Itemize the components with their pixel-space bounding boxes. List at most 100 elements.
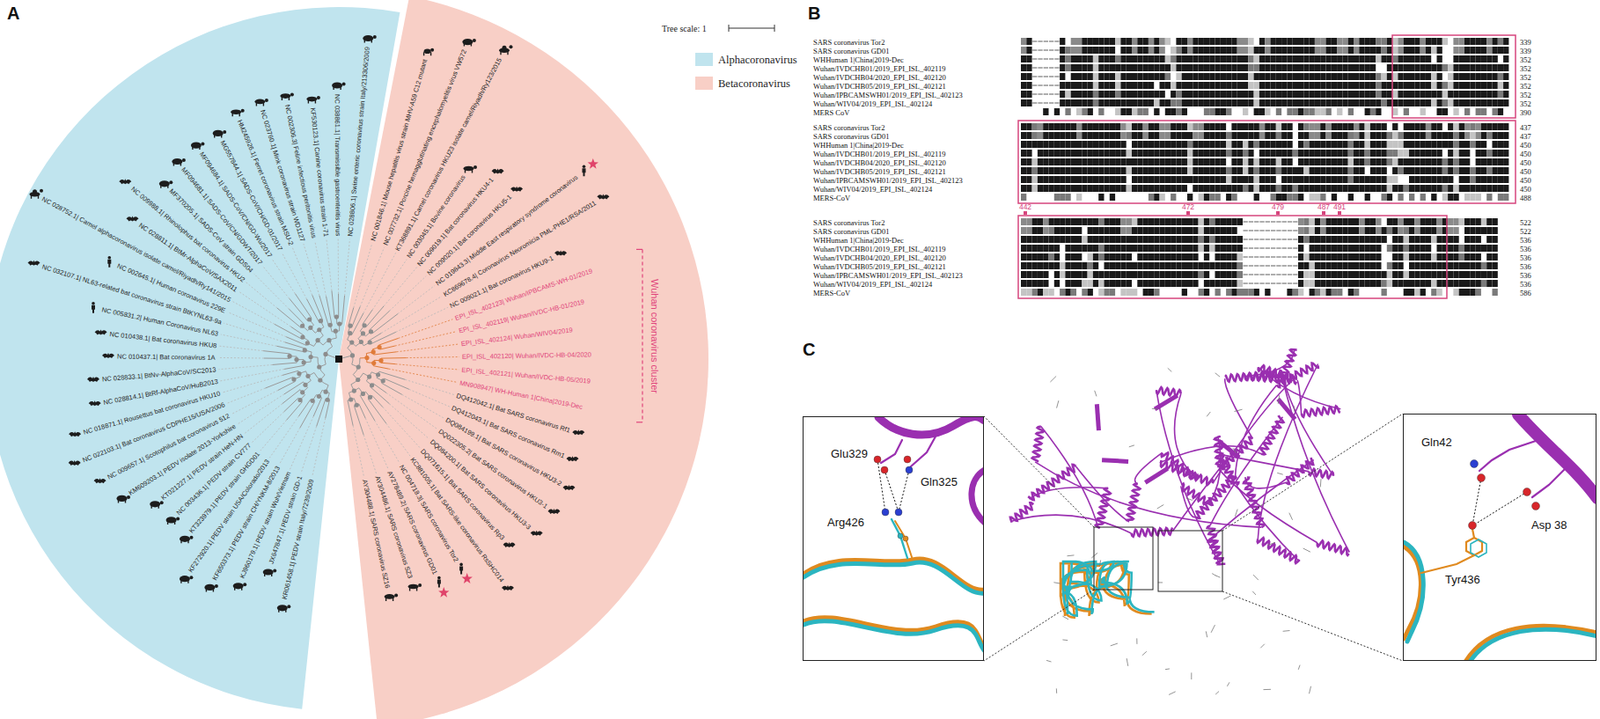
alignment-cell xyxy=(1064,140,1071,148)
alignment-cell xyxy=(1459,184,1465,192)
alignment-cell xyxy=(1087,184,1094,192)
alignment-cell xyxy=(1309,193,1315,201)
alignment-cell xyxy=(1026,184,1032,192)
tree-branch xyxy=(347,400,353,426)
alignment-cell xyxy=(1342,90,1348,98)
alignment-cell xyxy=(1298,46,1304,54)
alignment-cell xyxy=(1187,167,1193,175)
alignment-cell xyxy=(1497,184,1504,192)
alignment-cell xyxy=(1215,73,1221,81)
alignment-cell xyxy=(1365,81,1371,89)
alignment-cell xyxy=(1215,108,1221,116)
alignment-cell xyxy=(1475,46,1482,54)
alignment-cell xyxy=(1170,55,1176,63)
alignment-cell xyxy=(1259,149,1265,157)
alignment-cell xyxy=(1492,46,1498,54)
node-dot xyxy=(291,377,296,382)
alignment-cell xyxy=(1431,158,1437,166)
alignment-cell xyxy=(1165,167,1171,175)
alignment-cell xyxy=(1397,64,1403,72)
host-icon xyxy=(204,584,219,593)
alignment-cell xyxy=(1026,158,1032,166)
alignment-cell xyxy=(1081,90,1087,98)
alignment-cell xyxy=(1215,132,1221,140)
alignment-cell xyxy=(1492,99,1498,107)
alignment-cell xyxy=(1309,140,1315,148)
alignment-cell xyxy=(1259,158,1265,166)
alignment-cell xyxy=(1159,73,1166,81)
alignment-cell xyxy=(1115,64,1121,72)
alignment-cell xyxy=(1409,64,1415,72)
alignment-cell xyxy=(1148,193,1154,201)
alignment-gap xyxy=(1037,85,1043,87)
alignment-cell xyxy=(1331,99,1337,107)
alignment-cell xyxy=(1486,81,1492,89)
alignment-cell xyxy=(1203,90,1210,98)
alignment-cell xyxy=(1331,81,1337,89)
alignment-cell xyxy=(1137,46,1143,54)
alignment-cell xyxy=(1064,218,1071,226)
alignment-cell xyxy=(1370,167,1376,175)
alignment-cell xyxy=(1225,184,1232,192)
alignment-cell xyxy=(1459,46,1465,54)
alignment-cell xyxy=(1459,64,1465,72)
alignment-cell xyxy=(1298,184,1304,192)
bat-icon xyxy=(510,186,523,192)
alignment-gap xyxy=(1043,76,1049,78)
alignment-cell xyxy=(1148,158,1154,166)
alignment-cell xyxy=(1209,123,1215,131)
human-icon xyxy=(582,165,587,169)
alignment-gap xyxy=(1037,41,1043,43)
leaf-guide xyxy=(397,286,435,315)
animal-icon xyxy=(205,587,213,592)
position-tick xyxy=(1321,211,1326,215)
alignment-cell xyxy=(1159,64,1166,72)
alignment-cell xyxy=(1203,64,1210,72)
host-icon xyxy=(530,530,544,536)
alignment-gap xyxy=(1032,94,1037,96)
alignment-cell xyxy=(1098,90,1104,98)
alignment-cell xyxy=(1286,149,1292,157)
alignment-cell xyxy=(1442,37,1448,45)
alignment-cell xyxy=(1064,158,1071,166)
alignment-cell xyxy=(1037,227,1043,235)
alignment-cell xyxy=(1093,176,1099,184)
alignment-cell xyxy=(1231,149,1237,157)
alignment-cell xyxy=(1281,158,1287,166)
leaf-guide xyxy=(382,407,420,448)
human-icon xyxy=(91,305,96,314)
tree-branch xyxy=(366,306,384,328)
alignment-cell xyxy=(1049,218,1055,226)
alignment-cell xyxy=(1475,81,1482,89)
alignment-cell xyxy=(1087,158,1094,166)
alignment-cell xyxy=(1392,99,1398,107)
alignment-cell xyxy=(1409,81,1415,89)
host-icon xyxy=(424,48,435,57)
node-dot xyxy=(366,374,372,379)
alignment-cell xyxy=(1270,167,1277,175)
alignment-cell xyxy=(1392,167,1398,175)
leaf-guide xyxy=(243,403,282,434)
alignment-cell xyxy=(1365,73,1371,81)
alignment-cell xyxy=(1481,176,1487,184)
alignment-cell xyxy=(1192,132,1198,140)
alignment-cell xyxy=(1475,184,1482,192)
alignment-cell xyxy=(1497,167,1504,175)
domain-box xyxy=(1018,120,1516,204)
alignment-cell xyxy=(1409,140,1415,148)
alignment-cell xyxy=(1353,140,1359,148)
alignment-cell xyxy=(1336,123,1343,131)
alignment-cell xyxy=(1247,167,1254,175)
alignment-cell xyxy=(1093,90,1099,98)
alignment-cell xyxy=(1247,90,1254,98)
alignment-cell xyxy=(1425,37,1432,45)
bat-icon xyxy=(95,330,108,336)
alignment-cell xyxy=(1153,64,1160,72)
tree-branch xyxy=(286,402,303,421)
alignment-cell xyxy=(1175,149,1182,157)
alignment-cell xyxy=(1026,90,1032,98)
alignment-cell xyxy=(1153,184,1160,192)
alignment-cell xyxy=(1231,55,1237,63)
alignment-cell xyxy=(1120,73,1126,81)
alignment-cell xyxy=(1059,64,1065,72)
